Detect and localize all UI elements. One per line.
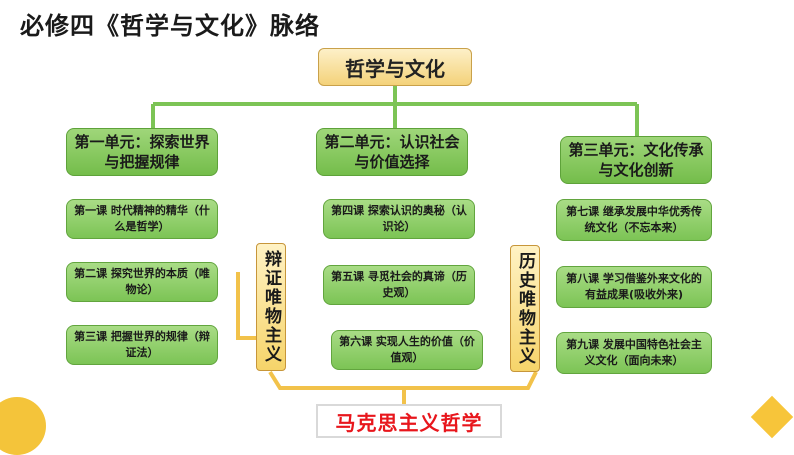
lesson-9: 第九课 发展中国特色社会主义文化（面向未来） — [556, 332, 712, 374]
unit-1: 第一单元：探索世界与把握规律 — [66, 128, 218, 176]
page-title: 必修四《哲学与文化》脉络 — [20, 11, 320, 40]
lesson-8: 第八课 学习借鉴外来文化的有益成果(吸收外来) — [556, 266, 712, 308]
lesson-7: 第七课 继承发展中华优秀传统文化（不忘本来） — [556, 199, 712, 241]
unit-3: 第三单元：文化传承与文化创新 — [560, 136, 712, 184]
root-node: 哲学与文化 — [318, 48, 472, 86]
lesson-1: 第一课 时代精神的精华（什么是哲学） — [66, 199, 218, 239]
lesson-2: 第二课 探究世界的本质（唯物论） — [66, 262, 218, 302]
side-label-dialectical-materialism: 辩证唯物主义 — [256, 243, 286, 371]
unit-2: 第二单元：认识社会与价值选择 — [316, 128, 468, 176]
lesson-6: 第六课 实现人生的价值（价值观） — [331, 330, 483, 370]
lesson-5: 第五课 寻觅社会的真谛（历史观） — [323, 265, 475, 305]
side-label-historical-materialism: 历史唯物主义 — [510, 245, 540, 372]
lesson-4: 第四课 探索认识的奥秘（认识论） — [323, 199, 475, 239]
bottom-node: 马克思主义哲学 — [316, 404, 502, 438]
lesson-3: 第三课 把握世界的规律（辩证法） — [66, 325, 218, 365]
decorative-circle — [0, 397, 46, 455]
